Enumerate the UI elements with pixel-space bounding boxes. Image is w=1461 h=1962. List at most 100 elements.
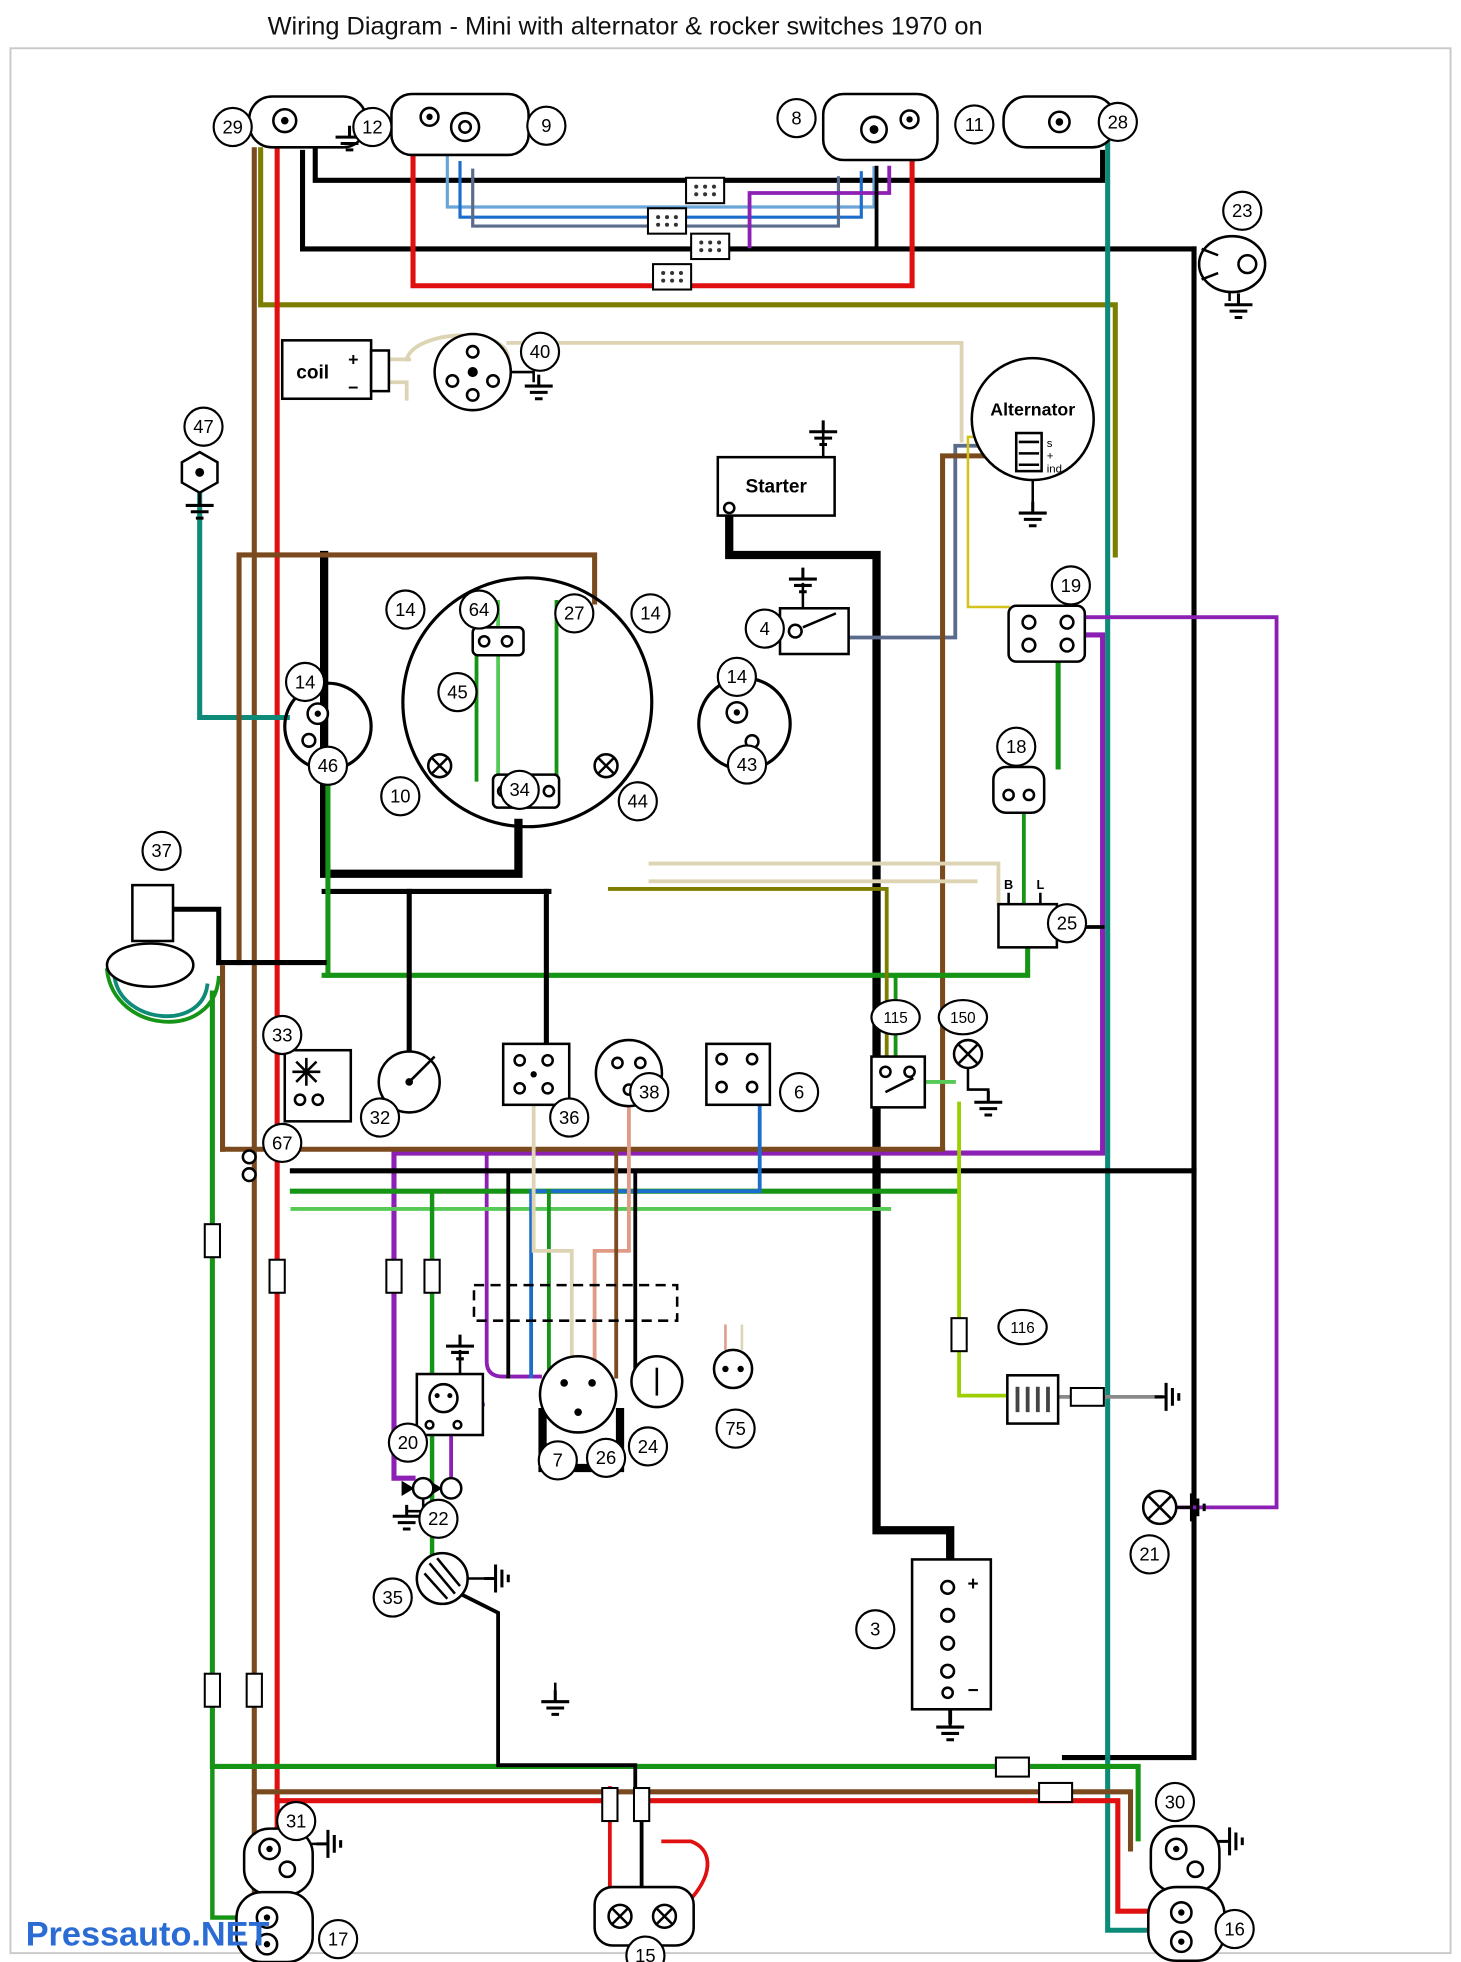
distributor: [433, 332, 513, 412]
ignition-switch-4: [778, 607, 850, 656]
component-badge-14: 14: [284, 661, 326, 703]
rear-lamp-17: [235, 1890, 314, 1962]
svg-text:34: 34: [509, 779, 529, 800]
inline-connector-icon: [1038, 1781, 1074, 1804]
component-badge-23: 23: [1222, 190, 1263, 231]
inline-connector-67: [241, 1149, 257, 1183]
wire: [725, 511, 955, 1562]
component-badge-7: 7: [537, 1440, 578, 1481]
svg-text:45: 45: [447, 681, 467, 702]
svg-text:21: 21: [1139, 1544, 1159, 1565]
headlamp-right-inner: [821, 92, 939, 162]
svg-text:35: 35: [382, 1587, 402, 1608]
ground-icon: [541, 1690, 570, 1716]
ground-icon: [1154, 1382, 1181, 1411]
multi-pin-connector-icon: [685, 176, 726, 205]
flasher-unit-19: [1007, 604, 1087, 663]
component-badge-75: 75: [715, 1408, 756, 1449]
component-badge-3: 3: [855, 1609, 896, 1650]
component-badge-14: 14: [630, 593, 671, 634]
component-badge-27: 27: [554, 593, 595, 634]
svg-text:27: 27: [564, 603, 584, 624]
svg-text:40: 40: [530, 341, 550, 362]
ground-icon: [524, 374, 553, 401]
svg-text:116: 116: [1010, 1320, 1034, 1337]
component-badge-37: 37: [141, 830, 182, 871]
ground-icon: [484, 1564, 510, 1593]
svg-text:19: 19: [1061, 575, 1081, 596]
fuel-pump-37: [105, 883, 195, 988]
svg-text:47: 47: [193, 416, 213, 437]
svg-text:7: 7: [553, 1450, 563, 1471]
wire: [1072, 1789, 1134, 1852]
svg-text:14: 14: [395, 599, 415, 620]
wire: [966, 1066, 990, 1099]
component-badge-15: 15: [625, 1935, 666, 1962]
svg-text:64: 64: [469, 599, 489, 620]
svg-text:3: 3: [870, 1619, 880, 1640]
motor-24: [630, 1354, 684, 1409]
component-badge-17: 17: [317, 1919, 359, 1960]
warning-bulb-150: [952, 1038, 984, 1070]
component-badge-20: 20: [387, 1422, 429, 1463]
wire: [647, 1798, 1154, 1914]
svg-text:4: 4: [760, 618, 770, 639]
svg-text:150: 150: [950, 1010, 975, 1027]
component-badge-31: 31: [276, 1800, 317, 1842]
svg-text:23: 23: [1232, 200, 1252, 221]
component-badge-22: 22: [418, 1498, 459, 1539]
ground-icon: [1180, 1493, 1206, 1522]
component-badge-19: 19: [1050, 565, 1091, 606]
wire: [1026, 1763, 1141, 1842]
coil-label: coil: [296, 362, 329, 383]
multi-pin-connector-icon: [646, 207, 688, 235]
component-badge-45: 45: [437, 671, 478, 713]
component-badge-46: 46: [307, 745, 349, 786]
wiper-motor-7: [538, 1354, 618, 1434]
svg-text:31: 31: [286, 1810, 306, 1831]
ground-icon: [335, 125, 364, 152]
icon-layer: [185, 125, 1253, 1858]
component-badge-26: 26: [585, 1437, 627, 1478]
wire: [391, 632, 1106, 1481]
alternator-terminal-ind: ind: [1047, 463, 1062, 475]
battery-plus-label: +: [967, 1574, 978, 1595]
ground-icon: [974, 1090, 1003, 1117]
inline-connector-icon: [203, 1672, 222, 1708]
ground-icon: [809, 420, 838, 446]
component-badge-35: 35: [372, 1577, 413, 1618]
component-badge-115: 115: [870, 998, 921, 1036]
svg-text:115: 115: [883, 1010, 907, 1027]
svg-text:14: 14: [727, 666, 747, 687]
wire: [661, 1839, 710, 1900]
switch-35: [415, 1551, 469, 1606]
svg-text:9: 9: [541, 115, 551, 136]
bulkhead-connector: [472, 1283, 679, 1322]
svg-text:18: 18: [1006, 736, 1026, 757]
wire: [747, 165, 892, 249]
component-badge-24: 24: [627, 1426, 669, 1467]
component-badge-28: 28: [1097, 101, 1138, 143]
wire: [509, 370, 535, 383]
alternator-label: Alternator: [990, 399, 1075, 419]
component-badge-33: 33: [262, 1014, 303, 1056]
resistor-unit-116: [1006, 1374, 1060, 1425]
ground-icon: [185, 493, 214, 520]
inline-connector-icon: [632, 1787, 651, 1823]
ignition-coil: coil + −: [280, 339, 391, 401]
component-badge-10: 10: [380, 776, 421, 817]
component-badge-43: 43: [726, 744, 768, 785]
wire: [1061, 246, 1197, 1761]
component-badge-67: 67: [262, 1122, 303, 1164]
battery-minus-label: −: [967, 1681, 978, 1702]
component-badge-116: 116: [997, 1308, 1048, 1346]
component-badge-32: 32: [359, 1097, 401, 1138]
component-badge-12: 12: [352, 106, 393, 148]
svg-text:11: 11: [965, 114, 984, 135]
svg-text:20: 20: [398, 1432, 418, 1453]
ground-icon: [392, 1504, 421, 1531]
lamp-21: [1141, 1489, 1178, 1526]
svg-text:32: 32: [370, 1107, 390, 1128]
